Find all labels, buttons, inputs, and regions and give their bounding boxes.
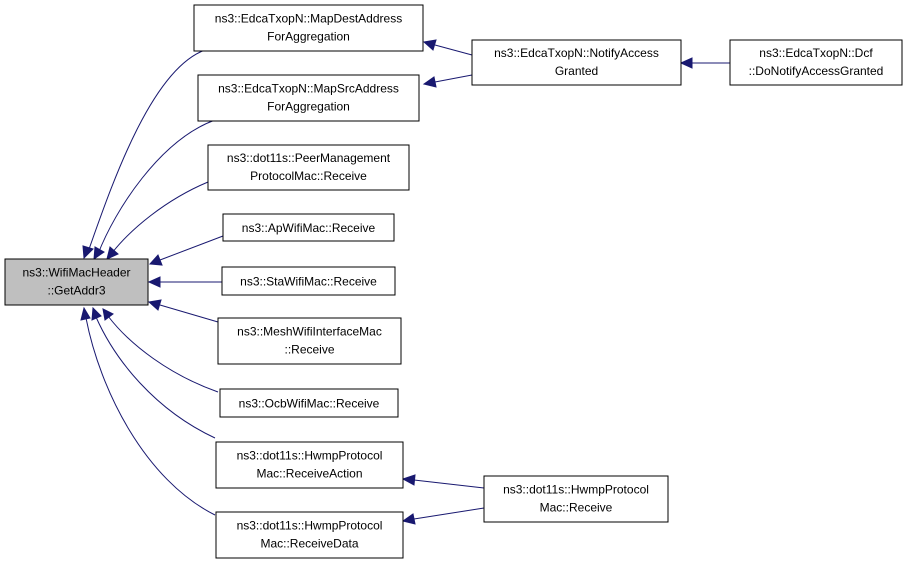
- node-box: [219, 388, 399, 418]
- node-label: ns3::OcbWifiMac::Receive: [239, 397, 380, 411]
- node-label: ns3::dot11s::HwmpProtocol: [237, 449, 383, 463]
- node-peer-mgmt[interactable]: ns3::dot11s::PeerManagement ProtocolMac:…: [207, 144, 410, 191]
- arrowhead: [82, 245, 94, 260]
- node-label: ns3::EdcaTxopN::NotifyAccess: [494, 46, 659, 60]
- edges: [80, 39, 730, 525]
- arrowhead: [93, 246, 105, 261]
- edge-map-dest-to-getaddr3: [87, 49, 206, 253]
- edge-notify-to-map-dest: [434, 44, 473, 56]
- node-map-dest[interactable]: ns3::EdcaTxopN::MapDestAddress ForAggreg…: [193, 4, 424, 52]
- node-box: [217, 317, 402, 365]
- node-box: [221, 266, 396, 296]
- node-label: ns3::EdcaTxopN::MapSrcAddress: [218, 82, 399, 96]
- node-label: ns3::StaWifiMac::Receive: [240, 275, 377, 289]
- arrowhead: [422, 39, 437, 51]
- arrowhead: [147, 276, 161, 288]
- edge-hwmp-action-to-getaddr3: [95, 316, 216, 439]
- node-label: ns3::dot11s::PeerManagement: [227, 151, 391, 165]
- node-box: [729, 39, 903, 86]
- arrowhead: [401, 474, 416, 486]
- node-label: ns3::MeshWifiInterfaceMac: [237, 325, 382, 339]
- arrowhead: [91, 306, 102, 321]
- node-getaddr3[interactable]: ns3::WifiMacHeader ::GetAddr3: [4, 258, 149, 306]
- node-label: ::Receive: [284, 343, 334, 357]
- node-label: ns3::EdcaTxopN::Dcf: [759, 46, 873, 60]
- edge-hwmp-receive-to-data: [413, 507, 485, 520]
- node-label: ForAggregation: [267, 100, 350, 114]
- edge-notify-to-map-src: [434, 74, 473, 83]
- arrowhead: [401, 513, 416, 525]
- node-label: Mac::Receive: [540, 501, 613, 515]
- node-box: [483, 475, 669, 523]
- node-label: ns3::EdcaTxopN::MapDestAddress: [215, 12, 402, 26]
- node-label: Granted: [555, 64, 598, 78]
- node-label: Mac::ReceiveAction: [256, 467, 362, 481]
- edge-peer-mgmt-to-getaddr3: [111, 181, 209, 254]
- node-box: [215, 511, 404, 559]
- node-hwmp-data[interactable]: ns3::dot11s::HwmpProtocol Mac::ReceiveDa…: [215, 511, 404, 559]
- node-box: [215, 441, 404, 489]
- arrowhead: [80, 306, 91, 321]
- node-label: ::GetAddr3: [47, 284, 105, 298]
- node-hwmp-receive[interactable]: ns3::dot11s::HwmpProtocol Mac::Receive: [483, 475, 669, 523]
- node-label: ns3::dot11s::HwmpProtocol: [503, 483, 649, 497]
- arrowhead: [147, 299, 162, 311]
- edge-map-src-to-getaddr3: [97, 119, 216, 255]
- node-box: [222, 213, 395, 242]
- node-ocb-receive[interactable]: ns3::OcbWifiMac::Receive: [219, 388, 399, 418]
- edge-ocb-to-getaddr3: [107, 315, 219, 393]
- node-box: [207, 144, 410, 191]
- node-hwmp-action[interactable]: ns3::dot11s::HwmpProtocol Mac::ReceiveAc…: [215, 441, 404, 489]
- node-label: ns3::WifiMacHeader: [22, 266, 130, 280]
- node-mesh-receive[interactable]: ns3::MeshWifiInterfaceMac ::Receive: [217, 317, 402, 365]
- arrowhead: [422, 76, 437, 88]
- arrowhead: [106, 246, 119, 260]
- node-box: [197, 74, 420, 122]
- arrowhead: [679, 57, 693, 69]
- arrowhead: [102, 308, 114, 321]
- node-notify-access[interactable]: ns3::EdcaTxopN::NotifyAccess Granted: [471, 39, 682, 86]
- node-map-src[interactable]: ns3::EdcaTxopN::MapSrcAddress ForAggrega…: [197, 74, 420, 122]
- node-sta-receive[interactable]: ns3::StaWifiMac::Receive: [221, 266, 396, 296]
- edge-hwmp-receive-to-action: [413, 479, 485, 489]
- node-box: [471, 39, 682, 86]
- edge-mesh-to-getaddr3: [159, 304, 219, 323]
- node-label: ProtocolMac::Receive: [250, 169, 367, 183]
- node-label: ForAggregation: [267, 30, 350, 44]
- node-label: ::DoNotifyAccessGranted: [749, 64, 884, 78]
- node-dcf-notify[interactable]: ns3::EdcaTxopN::Dcf ::DoNotifyAccessGran…: [729, 39, 903, 86]
- edge-ap-to-getaddr3: [159, 235, 224, 261]
- arrowhead: [148, 254, 163, 266]
- node-box: [193, 4, 424, 52]
- node-box: [4, 258, 149, 306]
- node-label: ns3::ApWifiMac::Receive: [242, 221, 376, 235]
- edge-hwmp-data-to-getaddr3: [85, 317, 216, 516]
- node-ap-receive[interactable]: ns3::ApWifiMac::Receive: [222, 213, 395, 242]
- node-label: Mac::ReceiveData: [260, 537, 358, 551]
- node-label: ns3::dot11s::HwmpProtocol: [237, 519, 383, 533]
